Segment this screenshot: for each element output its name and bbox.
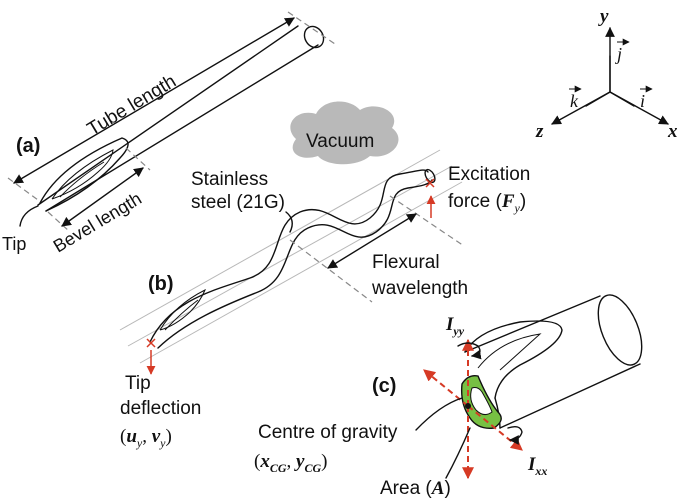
tip-deflection-label-3: (uy, vy) (120, 426, 172, 450)
principal-axes (423, 338, 523, 480)
unit-i-label: i (640, 91, 645, 111)
tip-deflection-label-2: deflection (120, 398, 201, 419)
rotation-arrows (457, 342, 523, 445)
stainless-label-1: Stainless (191, 169, 268, 190)
vacuum-label: Vacuum (306, 131, 374, 152)
iyy-label: Iyy (445, 314, 465, 338)
tip-label: Tip (2, 234, 26, 254)
tip-deflection-label-1: Tip (125, 373, 151, 394)
excitation-marker (425, 178, 436, 218)
unit-j-label: j (615, 44, 622, 64)
flexural-label-1: Flexural (372, 252, 440, 273)
flexural-label-2: wavelength (371, 278, 468, 299)
tube-length-label: Tube length (84, 71, 180, 140)
flexural-wavelength-dimension (289, 195, 465, 303)
panel-b-label: (b) (148, 273, 174, 295)
unit-vector-arrows (569, 38, 653, 93)
axis-x-label: x (667, 121, 678, 142)
axis-z-label: z (535, 121, 544, 142)
unit-k-label: k (570, 91, 579, 111)
panel-a-label: (a) (16, 135, 40, 157)
cog-label-1: Centre of gravity (258, 422, 398, 443)
coordinate-axes (551, 27, 669, 125)
excitation-label-2: force (Fy) (448, 191, 526, 215)
bevel-length-label: Bevel length (50, 188, 145, 256)
vacuum-cloud (290, 101, 399, 165)
bevel-length-dimension (47, 147, 151, 233)
area-label: Area (A) (380, 478, 451, 499)
area-pointer (445, 427, 471, 479)
excitation-label-1: Excitation (448, 164, 530, 185)
cog-label-2: (xCG, yCG) (254, 451, 327, 475)
axis-y-label: y (598, 6, 609, 27)
stainless-pointer (285, 211, 293, 233)
tube-length-dimension (7, 11, 336, 201)
stainless-label-2: steel (21G) (191, 192, 285, 213)
panel-b-guides (119, 149, 463, 364)
panel-c-tube (464, 294, 643, 429)
cog-pointer (415, 397, 463, 431)
panel-c-label: (c) (372, 375, 396, 397)
ixx-label: Ixx (527, 454, 547, 478)
tip-deflection-marker (146, 338, 156, 375)
cross-section-area (460, 374, 502, 429)
